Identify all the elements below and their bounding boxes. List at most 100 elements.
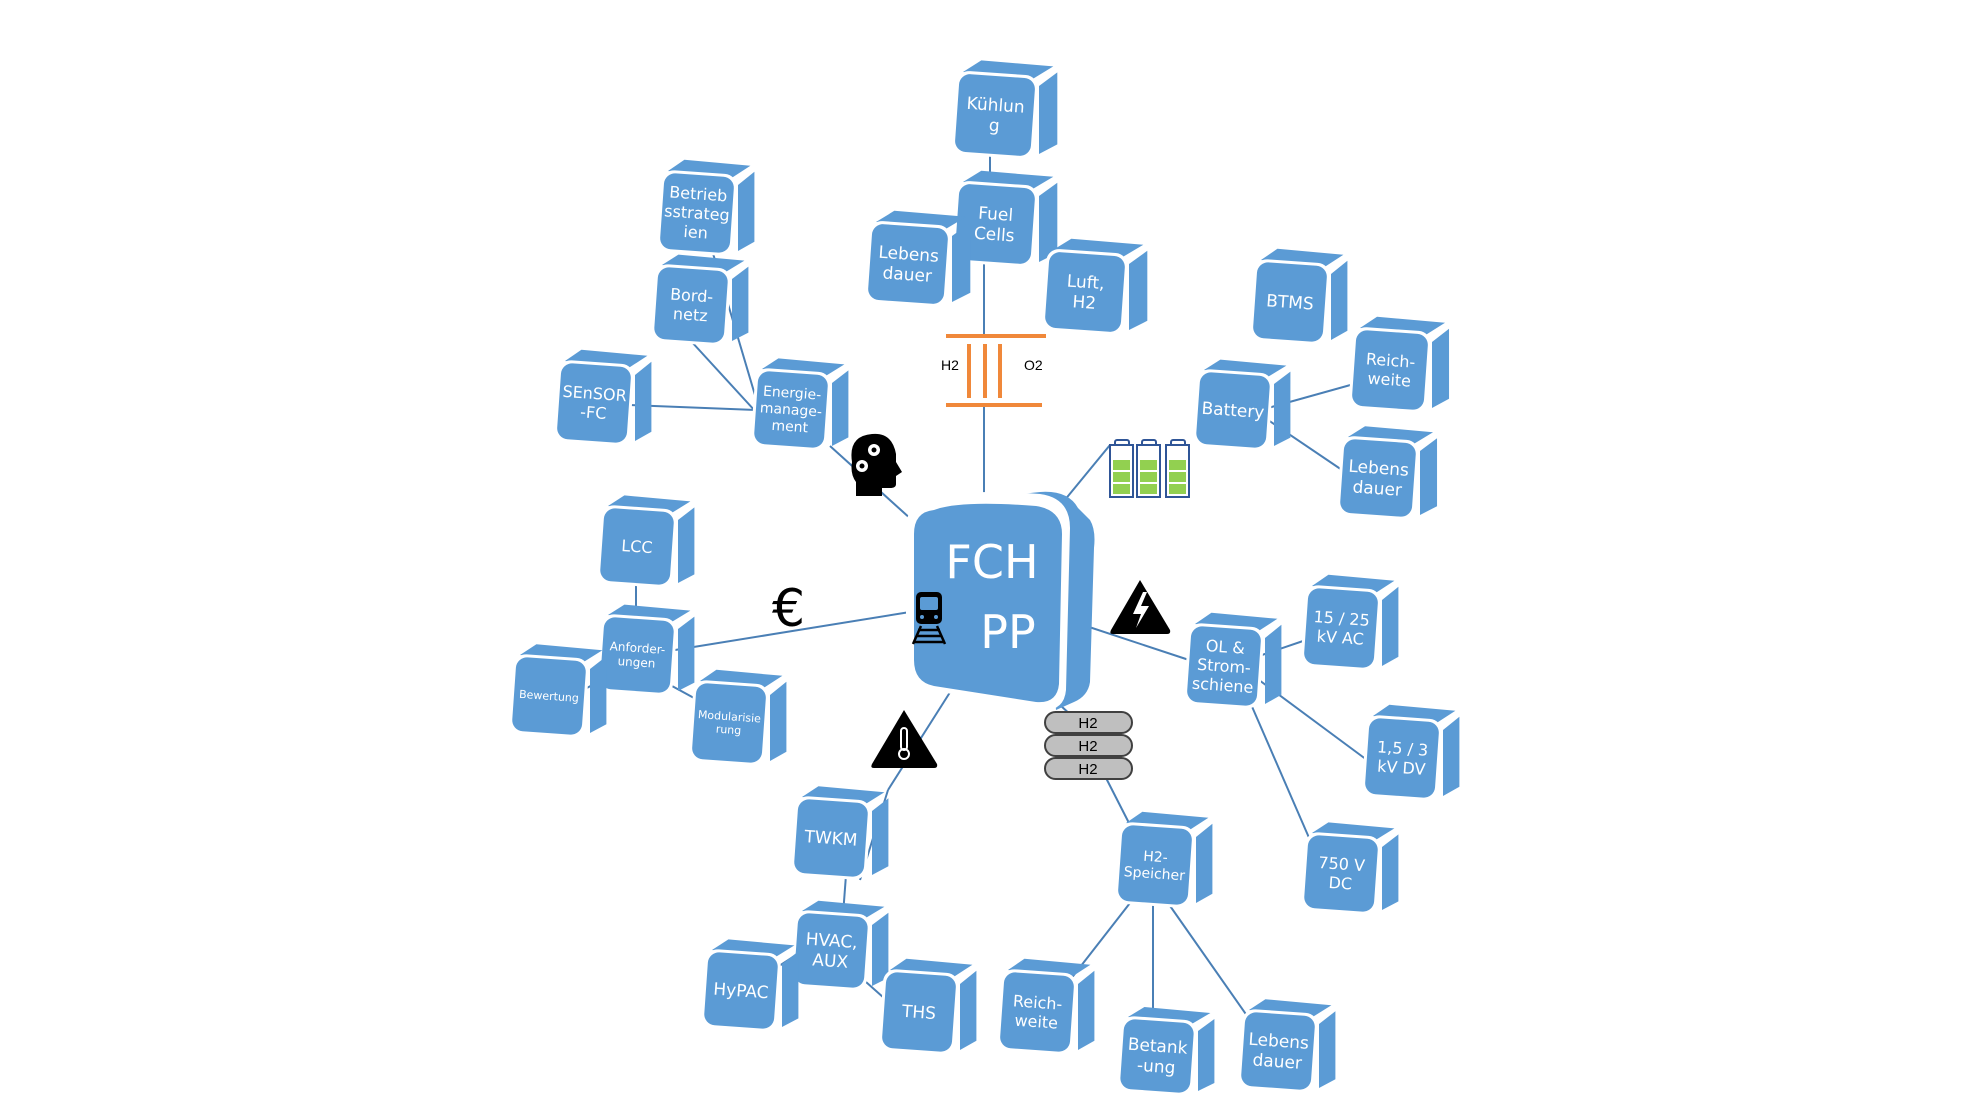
- node-v-dc[interactable]: 750 VDC: [1300, 822, 1399, 915]
- node-ol-stromschiene[interactable]: OL &Strom-schiene: [1183, 612, 1282, 710]
- node-btms[interactable]: BTMS: [1249, 248, 1348, 346]
- cube-top-face: [802, 786, 885, 805]
- node-label: Bewertung: [519, 688, 580, 705]
- node-label: Betrieb: [669, 182, 728, 205]
- node-label: sstrateg: [664, 201, 731, 225]
- cube-top-face: [802, 900, 885, 919]
- fuel-cell-symbol: H2 O2: [941, 334, 1046, 407]
- node-hypac[interactable]: HyPAC: [700, 939, 799, 1032]
- cube-side-face: [832, 370, 849, 446]
- cube-front-face: [704, 952, 778, 1029]
- cube-side-face: [1274, 371, 1291, 446]
- h2-tank-label: H2: [1078, 761, 1097, 778]
- h2-label: H2: [941, 357, 959, 373]
- node-bewertung[interactable]: Bewertung: [508, 644, 607, 738]
- node-battery[interactable]: Battery: [1192, 359, 1291, 452]
- temperature-warning-icon: [871, 710, 938, 768]
- node-label: ment: [771, 418, 809, 437]
- high-voltage-warning-icon: [1110, 580, 1171, 634]
- cube-top-face: [565, 349, 648, 369]
- cube-top-face: [1348, 426, 1434, 445]
- euro-symbol: €: [772, 579, 805, 639]
- node-luft-h2[interactable]: Luft,H2: [1041, 238, 1148, 336]
- center-node-fchpp[interactable]: FCH PP: [906, 491, 1095, 711]
- h2-tank: H2: [1044, 711, 1133, 734]
- cube-front-face: [955, 184, 1035, 264]
- node-label: Speicher: [1123, 864, 1185, 884]
- cube-side-face: [590, 656, 607, 733]
- connector-line: [1167, 902, 1251, 1021]
- node-bordnetz[interactable]: Bord-netz: [650, 254, 749, 347]
- cube-side-face: [635, 361, 652, 441]
- cube-side-face: [1331, 260, 1348, 340]
- node-hvac-aux[interactable]: HVAC,AUX: [790, 900, 889, 992]
- cube-front-face: [600, 508, 674, 585]
- node-bat-reichweite[interactable]: Reich-weite: [1348, 316, 1450, 414]
- h2-tank-label: H2: [1078, 715, 1097, 732]
- cube-front-face: [660, 173, 734, 253]
- cube-side-face: [1198, 1019, 1215, 1091]
- node-label: SEnSOR: [562, 382, 627, 405]
- node-energiemanagement[interactable]: Energie-manage-ment: [750, 358, 849, 451]
- cube-side-face: [1265, 624, 1282, 704]
- cube-top-face: [963, 170, 1054, 190]
- cube-front-face: [1253, 262, 1327, 342]
- connector-line: [674, 611, 911, 651]
- node-twkm[interactable]: TWKM: [790, 786, 889, 880]
- cube-side-face: [1039, 182, 1058, 262]
- cube-front-face: [754, 371, 828, 448]
- cube-front-face: [1352, 330, 1428, 410]
- node-label: Reich-: [1365, 349, 1416, 371]
- node-h2-reichweite[interactable]: Reich-weite: [996, 958, 1095, 1056]
- connector-line: [671, 685, 695, 699]
- cube-top-face: [1373, 704, 1456, 724]
- connector-line: [1104, 775, 1131, 826]
- node-sensor-fc[interactable]: SEnSOR-FC: [553, 349, 652, 447]
- node-h2-speicher[interactable]: H2-Speicher: [1114, 811, 1213, 909]
- node-label: HVAC,: [805, 929, 858, 953]
- node-label: DC: [1328, 873, 1353, 894]
- cube-side-face: [1039, 72, 1058, 154]
- node-label: schiene: [1191, 674, 1254, 697]
- node-label: Fuel: [978, 204, 1014, 226]
- node-ths[interactable]: THS: [878, 958, 977, 1056]
- node-label: manage-: [759, 400, 822, 420]
- cube-front-face: [1241, 1012, 1315, 1090]
- node-label: AUX: [812, 950, 849, 972]
- cube-top-face: [520, 644, 603, 663]
- node-label: Reich-: [1012, 991, 1063, 1013]
- cube-front-face: [692, 683, 766, 763]
- node-label: dauer: [1252, 1050, 1303, 1073]
- node-betankung[interactable]: Betank-ung: [1116, 1007, 1215, 1097]
- cube-side-face: [782, 951, 799, 1027]
- cube-top-face: [1126, 811, 1209, 831]
- cube-front-face: [1120, 1019, 1194, 1093]
- cube-top-face: [890, 958, 973, 978]
- node-label: 1,5 / 3: [1376, 737, 1428, 760]
- cube-front-face: [1304, 588, 1378, 668]
- node-label: g: [988, 116, 1000, 137]
- cube-top-face: [1312, 574, 1395, 594]
- cube-front-face: [1340, 439, 1416, 517]
- cube-top-face: [662, 254, 745, 273]
- batteries-icon: [1109, 439, 1190, 498]
- node-lcc[interactable]: LCC: [596, 495, 695, 588]
- battery-cell: [1165, 439, 1190, 498]
- h2-tank: H2: [1044, 734, 1133, 757]
- node-label: H2: [1072, 292, 1097, 314]
- node-anforderungen[interactable]: Anforder-ungen: [596, 604, 695, 697]
- node-kv-dv[interactable]: 1,5 / 3kV DV: [1361, 704, 1460, 802]
- cube-side-face: [678, 507, 695, 583]
- cube-side-face: [1420, 438, 1438, 515]
- node-label: 750 V: [1318, 853, 1366, 875]
- cube-side-face: [738, 171, 755, 251]
